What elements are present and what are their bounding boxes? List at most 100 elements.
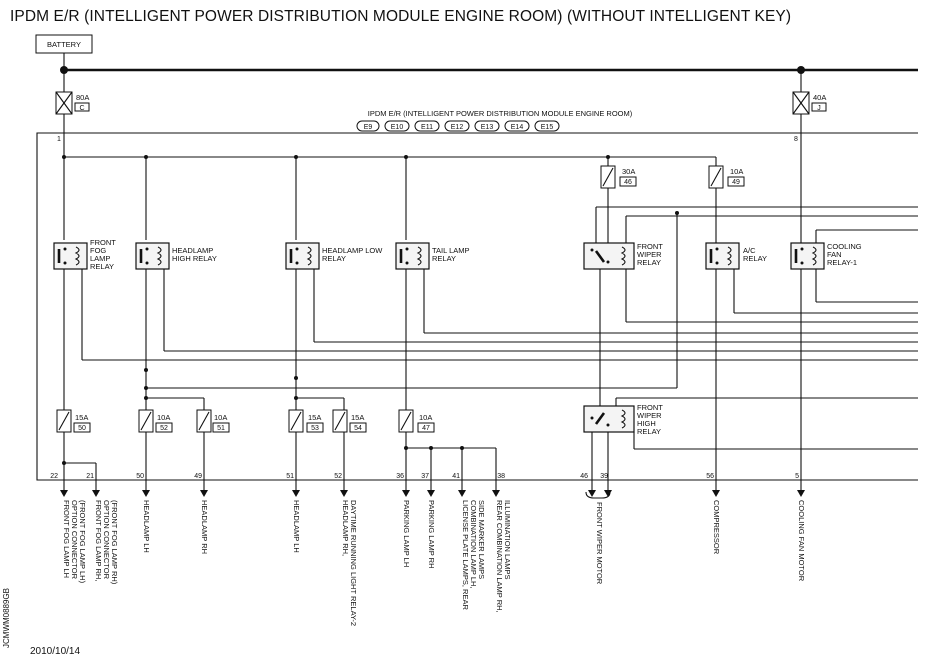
svg-text:WIPER: WIPER: [637, 250, 662, 259]
svg-text:E15: E15: [541, 124, 554, 131]
svg-text:FAN: FAN: [827, 250, 842, 259]
svg-text:PARKING LAMP LH: PARKING LAMP LH: [402, 500, 411, 567]
svg-text:WIPER: WIPER: [637, 411, 662, 420]
svg-text:HEADLAMP LH: HEADLAMP LH: [142, 500, 151, 553]
svg-text:E14: E14: [511, 124, 524, 131]
svg-text:HEADLAMP RH,: HEADLAMP RH,: [341, 500, 350, 556]
svg-text:TAIL LAMP: TAIL LAMP: [432, 246, 470, 255]
svg-text:FRONT FOG LAMP RH,: FRONT FOG LAMP RH,: [94, 500, 103, 581]
svg-text:FRONT: FRONT: [90, 238, 116, 247]
svg-text:E11: E11: [421, 124, 433, 131]
svg-text:46: 46: [580, 473, 588, 480]
svg-text:37: 37: [421, 473, 429, 480]
svg-text:50: 50: [78, 425, 86, 432]
svg-text:RELAY-1: RELAY-1: [827, 258, 857, 267]
svg-text:HEADLAMP LH: HEADLAMP LH: [292, 500, 301, 553]
svg-text:40A: 40A: [813, 93, 826, 102]
svg-text:HEADLAMP: HEADLAMP: [172, 246, 213, 255]
svg-text:53: 53: [311, 425, 319, 432]
relay-ac: A/C RELAY: [705, 242, 767, 270]
svg-text:21: 21: [86, 473, 94, 480]
fusible-link-80a: 80A C: [55, 91, 90, 115]
svg-text:36: 36: [396, 473, 404, 480]
svg-text:REAR COMBINATION LAMP RH,: REAR COMBINATION LAMP RH,: [495, 500, 504, 613]
svg-text:OPTION CONNECTOR: OPTION CONNECTOR: [70, 500, 79, 580]
relay-front-wiper: FRONT WIPER RELAY: [583, 242, 663, 270]
svg-text:E9: E9: [364, 124, 373, 131]
svg-text:(FRONT FOG LAMP LH): (FRONT FOG LAMP LH): [78, 500, 87, 584]
svg-text:RELAY: RELAY: [90, 262, 114, 271]
svg-text:47: 47: [422, 425, 430, 432]
svg-text:56: 56: [706, 473, 714, 480]
svg-text:OPTION CONNECTOR: OPTION CONNECTOR: [102, 500, 111, 580]
svg-text:38: 38: [497, 473, 505, 480]
svg-text:39: 39: [600, 473, 608, 480]
module-label: IPDM E/R (INTELLIGENT POWER DISTRIBUTION…: [368, 109, 633, 118]
svg-text:RELAY: RELAY: [637, 427, 661, 436]
svg-text:A/C: A/C: [743, 246, 756, 255]
ipdm-module-boundary: [36, 132, 918, 481]
svg-text:10A: 10A: [157, 413, 170, 422]
fuse-30a-46: 30A 46: [600, 165, 637, 189]
svg-text:49: 49: [732, 179, 740, 186]
fuse-10a-47: 10A 47: [398, 409, 435, 433]
svg-text:RELAY: RELAY: [637, 258, 661, 267]
fuse-10a-49: 10A 49: [708, 165, 745, 189]
svg-text:DAYTIME RUNNING LIGHT RELAY-2: DAYTIME RUNNING LIGHT RELAY-2: [349, 500, 358, 626]
svg-text:30A: 30A: [622, 167, 635, 176]
svg-text:RELAY: RELAY: [432, 254, 456, 263]
svg-text:10A: 10A: [419, 413, 432, 422]
fuse-10a-52: 10A 52: [138, 409, 173, 433]
svg-text:15A: 15A: [308, 413, 321, 422]
svg-text:51: 51: [217, 425, 225, 432]
svg-text:J: J: [817, 105, 821, 112]
svg-text:COOLING FAN MOTOR: COOLING FAN MOTOR: [797, 500, 806, 582]
relay-headlamp-high: HEADLAMP HIGH RELAY: [135, 242, 217, 270]
svg-text:RELAY: RELAY: [322, 254, 346, 263]
svg-text:LICENSE PLATE LAMPS, REAR: LICENSE PLATE LAMPS, REAR: [461, 500, 470, 610]
svg-text:E13: E13: [481, 124, 494, 131]
svg-text:FRONT: FRONT: [637, 403, 663, 412]
svg-text:FOG: FOG: [90, 246, 106, 255]
svg-text:15A: 15A: [75, 413, 88, 422]
output-arrows: [60, 480, 805, 499]
svg-text:RELAY: RELAY: [743, 254, 767, 263]
svg-text:54: 54: [354, 425, 362, 432]
output-labels: FRONT FOG LAMP LH OPTION CONNECTOR (FRON…: [62, 500, 806, 626]
relay-tail-lamp: TAIL LAMP RELAY: [395, 242, 470, 270]
fuse-15a-53: 15A 53: [288, 409, 324, 433]
svg-text:50: 50: [136, 473, 144, 480]
relay-cooling-fan-1: COOLING FAN RELAY-1: [790, 242, 862, 270]
svg-text:(FRONT FOG LAMP RH): (FRONT FOG LAMP RH): [110, 500, 119, 585]
svg-text:FRONT: FRONT: [637, 242, 663, 251]
svg-text:41: 41: [452, 473, 460, 480]
svg-text:52: 52: [334, 473, 342, 480]
svg-text:HEADLAMP RH: HEADLAMP RH: [200, 500, 209, 554]
svg-text:HIGH: HIGH: [637, 419, 656, 428]
svg-text:C: C: [79, 105, 84, 112]
fuse-10a-51: 10A 51: [196, 409, 230, 433]
module-connectors: E9 E10 E11 E12 E13 E14 E15: [356, 120, 560, 132]
relay-front-wiper-high: FRONT WIPER HIGH RELAY: [583, 403, 663, 436]
svg-text:ILLUMINATION LAMPS: ILLUMINATION LAMPS: [503, 500, 512, 579]
svg-text:HEADLAMP LOW: HEADLAMP LOW: [322, 246, 383, 255]
svg-text:80A: 80A: [76, 93, 89, 102]
control-wiring-right: [81, 133, 918, 450]
svg-text:E10: E10: [391, 124, 404, 131]
svg-text:COMBINATION LAMP LH,: COMBINATION LAMP LH,: [469, 500, 478, 589]
svg-text:22: 22: [50, 473, 58, 480]
battery-label: BATTERY: [47, 40, 81, 49]
svg-text:51: 51: [286, 473, 294, 480]
pin-1-label: 1: [57, 136, 61, 143]
svg-text:52: 52: [160, 425, 168, 432]
svg-text:46: 46: [624, 179, 632, 186]
svg-text:LAMP: LAMP: [90, 254, 110, 263]
page-title: IPDM E/R (INTELLIGENT POWER DISTRIBUTION…: [10, 8, 792, 25]
svg-text:FRONT FOG LAMP LH: FRONT FOG LAMP LH: [62, 500, 71, 578]
svg-text:10A: 10A: [730, 167, 743, 176]
svg-text:SIDE MARKER LAMPS: SIDE MARKER LAMPS: [477, 500, 486, 579]
svg-text:5: 5: [795, 473, 799, 480]
fusible-link-40a: 40A J: [792, 91, 827, 115]
fuse-15a-54: 15A 54: [332, 409, 367, 433]
svg-text:FRONT WIPER MOTOR: FRONT WIPER MOTOR: [595, 502, 604, 585]
